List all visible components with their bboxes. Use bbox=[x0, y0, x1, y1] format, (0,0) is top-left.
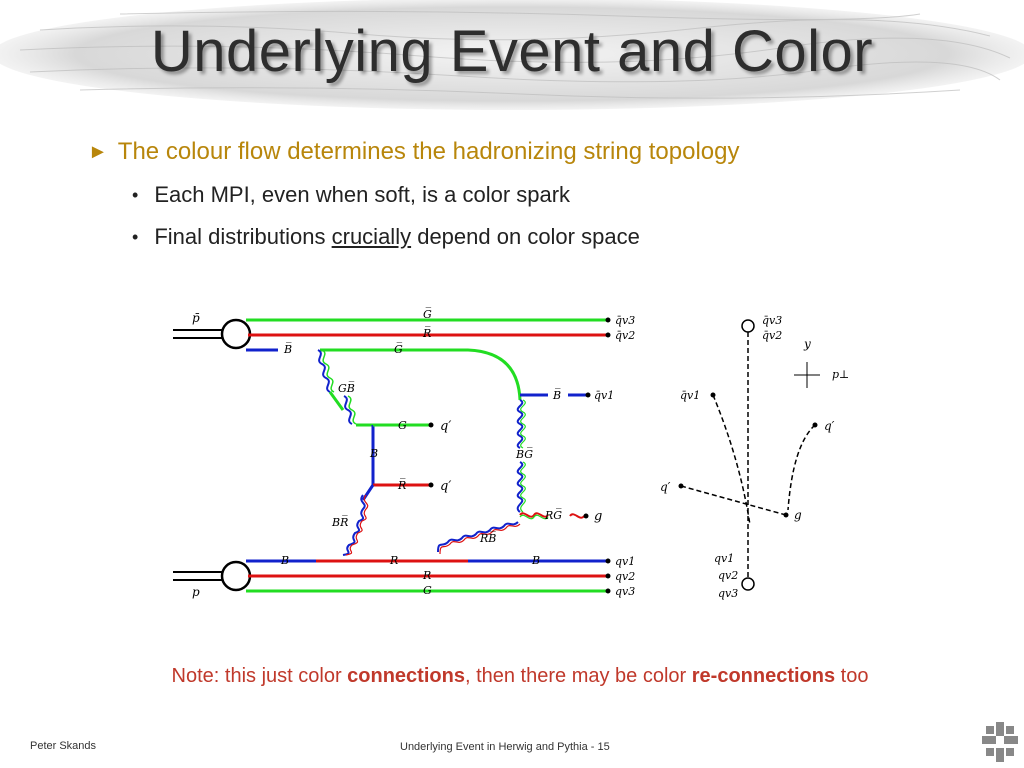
right-q-v3: qv3 bbox=[718, 587, 738, 600]
top-label-rbar: R̅ bbox=[422, 326, 431, 340]
fermilab-logo-icon bbox=[982, 722, 1018, 762]
label-b: B bbox=[369, 447, 378, 460]
note-pre: Note: this just color bbox=[171, 665, 348, 687]
right-qprime-2: q′ bbox=[660, 480, 671, 494]
right-q-v2: qv2 bbox=[718, 569, 738, 582]
right-qbar-v1: q̄v1 bbox=[680, 389, 700, 402]
out-q-v1: qv1 bbox=[615, 555, 635, 568]
sub-bullet: • Final distributions crucially depend o… bbox=[132, 224, 988, 250]
top-label-gbar2: G̅ bbox=[394, 342, 403, 356]
sub-bullet: • Each MPI, even when soft, is a color s… bbox=[132, 182, 988, 208]
label-bbar-right: B̅ bbox=[552, 388, 561, 402]
axis-y-label: y bbox=[803, 337, 811, 351]
label-qprime-1: q′ bbox=[440, 419, 451, 434]
label-rbbar: RB̅ bbox=[479, 531, 496, 545]
triangle-bullet-icon: ► bbox=[88, 140, 108, 163]
bottom-label-r2: R bbox=[422, 569, 431, 582]
bottom-label-b: B bbox=[280, 554, 289, 567]
label-g: G bbox=[398, 419, 407, 432]
bullet-list: ► The colour flow determines the hadroni… bbox=[88, 138, 988, 250]
out-q-v2: qv2 bbox=[615, 570, 635, 583]
footer-slide-info: Underlying Event in Herwig and Pythia - … bbox=[400, 741, 610, 753]
bottom-proton: p bbox=[173, 560, 252, 599]
label-brbar: BR̅ bbox=[331, 515, 348, 529]
top-label-gbar: G̅ bbox=[423, 307, 432, 321]
bullet-main: ► The colour flow determines the hadroni… bbox=[88, 138, 988, 166]
note-bold-reconnections: re-connections bbox=[691, 665, 836, 687]
label-gbbar: GB̅ bbox=[338, 381, 355, 395]
right-qprime-1: q′ bbox=[824, 419, 835, 433]
transverse-plane-diagram: q̄v3 q̄v2 y p⊥ q̄v1 q′ q′ g qv1 qv2 qv3 bbox=[660, 314, 848, 600]
top-green-curve bbox=[320, 348, 522, 401]
out-qbar-v3: q̄v3 bbox=[615, 314, 635, 327]
dot-bullet-icon: • bbox=[132, 184, 139, 205]
out-qbar-v1: q̄v1 bbox=[594, 389, 614, 402]
sub-bullet-text-pre: Final distributions bbox=[154, 224, 332, 249]
note-mid: , then there may be color bbox=[464, 665, 692, 687]
sub-bullet-underlined: crucially bbox=[331, 224, 412, 249]
label-rgbar: RG̅ bbox=[544, 508, 562, 522]
note-bold-connections: connections bbox=[347, 665, 465, 687]
right-g: g bbox=[794, 508, 802, 522]
right-qbar-v2: q̄v2 bbox=[762, 329, 782, 342]
bottom-label-r: R bbox=[389, 554, 398, 567]
sub-bullet-text: Each MPI, even when soft, is a color spa… bbox=[154, 182, 571, 207]
bottom-label-g: G bbox=[423, 584, 432, 597]
right-q-v1: qv1 bbox=[714, 552, 734, 565]
bottom-label-b2: B bbox=[531, 554, 540, 567]
top-label-bbar: B̅ bbox=[283, 342, 292, 356]
label-g-gluon: g bbox=[594, 509, 602, 524]
note-line: Note: this just color connections, then … bbox=[0, 665, 1024, 688]
page-title: Underlying Event and Color bbox=[150, 19, 874, 84]
top-proton: p̄ bbox=[173, 311, 252, 350]
note-post: too bbox=[835, 665, 869, 687]
sub-bullet-text-post: depend on color space bbox=[411, 224, 640, 249]
top-proton-label: p̄ bbox=[192, 311, 200, 325]
title-banner bbox=[0, 0, 1024, 110]
axis-pt-label: p⊥ bbox=[832, 368, 848, 381]
bullet-main-text: The colour flow determines the hadronizi… bbox=[117, 138, 740, 165]
right-qbar-v3: q̄v3 bbox=[762, 314, 782, 327]
label-rbar: R̅ bbox=[397, 478, 406, 492]
out-q-v3: qv3 bbox=[615, 585, 635, 598]
bottom-proton-label: p bbox=[192, 585, 200, 599]
dot-bullet-icon: • bbox=[132, 226, 139, 247]
label-qprime-2: q′ bbox=[440, 479, 451, 494]
out-qbar-v2: q̄v2 bbox=[615, 329, 635, 342]
color-flow-diagram: p̄ p G̅ R̅ B̅ G̅ q̄v3 q̄v2 GB̅ G q′ B R̅… bbox=[173, 307, 848, 600]
footer-author: Peter Skands bbox=[30, 740, 97, 752]
label-bgbar: BG̅ bbox=[515, 447, 533, 461]
